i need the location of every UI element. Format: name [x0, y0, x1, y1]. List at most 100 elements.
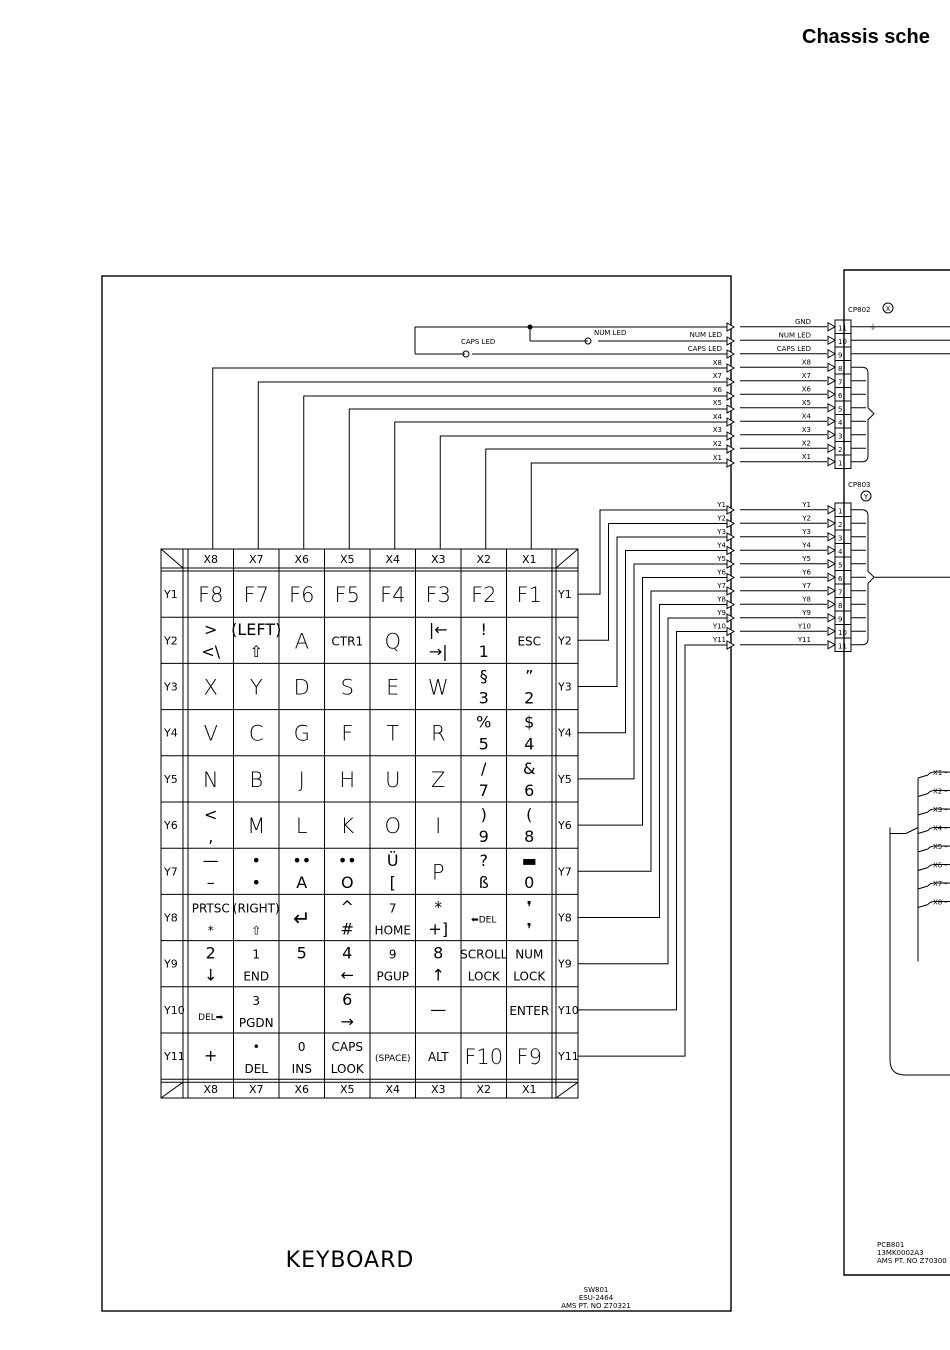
cp803-pin-number: 11: [838, 643, 847, 651]
key-legend-upper: 3: [252, 994, 260, 1008]
cp803-label: Y6: [801, 568, 811, 576]
row-label-right: Y8: [557, 912, 572, 925]
junction-dot: [527, 324, 533, 330]
pcb-bus-wire: [927, 845, 950, 850]
connector-arrow: [726, 640, 736, 650]
key-legend-upper: 1: [252, 948, 260, 962]
line-label: Y8: [716, 596, 726, 604]
connector-arrow: [726, 613, 736, 623]
pcb-bus-wire: [917, 811, 929, 816]
key-legend: M: [247, 814, 265, 838]
key-legend-upper: •: [253, 1040, 260, 1054]
cp802-label: X7: [802, 372, 811, 380]
key-matrix: [160, 548, 579, 1099]
corner-diagonal: [555, 1081, 579, 1099]
key-legend: N: [203, 768, 219, 792]
y-row-wire: [578, 550, 727, 734]
row-label-right: Y3: [557, 681, 572, 694]
key-legend-upper: —: [203, 851, 219, 870]
pcb-bus-wire: [917, 904, 929, 908]
connector-arrow: [726, 458, 736, 468]
pcb-bus-label: X4 -: [933, 825, 947, 833]
column-header: X2: [476, 553, 491, 566]
column-header: X1: [522, 553, 537, 566]
pcb-bus-wire: [917, 830, 929, 834]
key-legend: A: [295, 629, 309, 653]
connector-arrow: [827, 639, 837, 650]
pcb-bus-wire: [917, 885, 929, 890]
cp803-name: CP803: [848, 481, 870, 489]
cp803-pin-number: 1: [838, 508, 842, 516]
key-legend: F: [341, 722, 353, 746]
connector-arrow: [726, 336, 736, 346]
key-legend-upper: 8: [433, 944, 443, 963]
key-legend: B: [249, 768, 263, 792]
ground-symbol: ⏚: [870, 323, 877, 331]
sw-block-text: ESU-2464: [579, 1294, 614, 1302]
cp803-label: Y9: [801, 609, 811, 617]
cp802-badge: [882, 302, 894, 314]
key-legend-upper: •: [252, 851, 261, 870]
connector-arrow: [726, 404, 736, 414]
row-label-right: Y7: [557, 865, 572, 878]
key-legend: +: [204, 1046, 217, 1065]
keyboard-frame: [101, 275, 732, 1312]
x-column-wire: [394, 421, 727, 549]
pcb-bus-wire: [917, 774, 929, 779]
key-legend-lower: HOME: [375, 923, 411, 937]
led-wire: [414, 326, 727, 354]
key-legend-lower: LOOK: [331, 1062, 365, 1076]
line-label: Y9: [716, 609, 726, 617]
column-header: X4: [385, 553, 400, 566]
cp802-pin-number: 4: [838, 419, 843, 427]
key-legend-lower: 6: [524, 781, 534, 800]
row-label-left: Y9: [163, 958, 178, 971]
pcb-bus-wire: [927, 864, 950, 868]
cp802-pin-number: 8: [838, 365, 842, 373]
key-legend-upper: ••: [338, 851, 357, 870]
column-header: X5: [340, 553, 355, 566]
connector-arrow: [726, 532, 736, 542]
key-legend: J: [299, 768, 305, 792]
column-header: X6: [294, 553, 309, 566]
key-legend-lower: ß: [479, 873, 489, 892]
key-legend: G: [294, 722, 310, 746]
connector-arrow: [827, 443, 837, 454]
line-label: Y5: [716, 555, 726, 563]
connector-arrow: [827, 518, 837, 529]
line-label: Y2: [716, 515, 726, 523]
column-footer: X6: [294, 1083, 309, 1096]
connector-arrow: [726, 322, 736, 332]
cp802-label: X1: [802, 453, 811, 461]
key-legend-upper: ••: [292, 851, 311, 870]
key-legend-lower: →|: [429, 642, 448, 661]
y-row-wire: [578, 509, 727, 595]
connector-arrow: [827, 429, 837, 440]
x-column-wire: [439, 435, 727, 549]
key-legend-upper: (LEFT): [231, 620, 281, 639]
column-header: X7: [249, 553, 264, 566]
bus-bracket: [851, 366, 875, 463]
y-row-wire: [578, 590, 727, 872]
y-row-wire: [578, 523, 727, 641]
key-legend: R: [431, 722, 446, 746]
connector-arrow: [726, 431, 736, 441]
key-legend: ESC: [517, 634, 541, 648]
connector-arrow: [726, 572, 736, 583]
line-label: Y7: [716, 582, 726, 590]
row-label-right: Y4: [557, 727, 572, 740]
connector-arrow: [827, 531, 837, 542]
key-legend: H: [339, 768, 355, 792]
column-footer: X8: [203, 1083, 218, 1096]
cp802-label: X6: [802, 385, 812, 393]
cp802-label: CAPS LED: [777, 345, 811, 353]
pcb-block-text: AMS PT. NO Z70300: [877, 1257, 947, 1265]
key-legend-upper: 6: [342, 990, 352, 1009]
cp802-pin-number: 7: [838, 379, 842, 387]
x-column-wire: [530, 462, 727, 549]
bus-bracket: [851, 509, 950, 646]
connector-arrow: [726, 391, 736, 401]
num-led-icon: [584, 337, 592, 345]
pcb-bus-wire: [927, 827, 950, 831]
